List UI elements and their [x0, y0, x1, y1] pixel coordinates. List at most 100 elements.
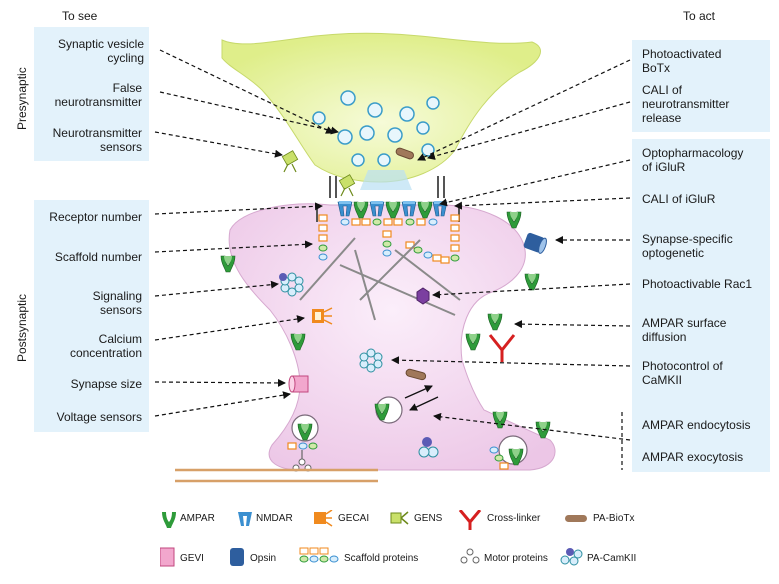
gecai-icon — [314, 510, 333, 527]
nmdar-icon — [238, 512, 252, 526]
header-to-see: To see — [62, 9, 98, 23]
label-false-neurotransmitter: False neurotransmitter — [36, 81, 142, 109]
gevi-sensor — [288, 375, 309, 393]
vesicle — [337, 129, 353, 145]
label-line: Calcium — [98, 332, 142, 346]
label-line: diffusion — [642, 330, 687, 344]
label-line: CALI of — [642, 83, 683, 97]
gevi-icon — [160, 547, 175, 567]
label-line: Photocontrol of — [642, 359, 723, 373]
legend-cross-linker: Cross-linker — [487, 513, 541, 524]
vesicle — [312, 111, 326, 125]
label-line: Scaffold number — [54, 250, 142, 264]
label-line: CALI of iGluR — [642, 192, 716, 206]
cross-linker-icon — [458, 510, 482, 530]
label-line: BoTx — [642, 61, 671, 75]
label-line: Synapse-specific — [642, 232, 733, 246]
label-line: sensors — [99, 303, 142, 317]
legend-nmdar: NMDAR — [256, 513, 293, 524]
label-line: Photoactivable Rac1 — [642, 277, 753, 291]
label-photoactivated-botx: Photoactivated BoTx — [642, 47, 721, 75]
label-line: sensors — [99, 140, 142, 154]
right-arrows — [391, 59, 631, 470]
label-photoactivable-rac1: Photoactivable Rac1 — [642, 277, 752, 291]
vesicle — [377, 153, 391, 167]
label-line: AMPAR surface — [642, 316, 727, 330]
label-line: Neurotransmitter — [52, 126, 142, 140]
pa-biotx — [395, 147, 414, 160]
vesicle — [399, 106, 415, 122]
vesicle — [351, 153, 365, 167]
label-cali-iglur: CALI of iGluR — [642, 192, 715, 206]
scaffold-row — [340, 218, 438, 226]
label-line: False — [112, 81, 142, 95]
label-line: AMPAR exocytosis — [642, 450, 744, 464]
legend-pa-biotx: PA-BioTx — [593, 513, 635, 524]
ampar-membrane — [220, 255, 236, 273]
postsynaptic-spine — [228, 203, 556, 471]
ampar-membrane — [524, 273, 540, 291]
label-line: Optopharmacology — [642, 146, 744, 160]
label-line: Voltage sensors — [56, 410, 142, 424]
label-line: CaMKII — [642, 373, 683, 387]
vesicle — [416, 121, 430, 135]
rac1 — [416, 287, 430, 305]
opsin-icon — [230, 548, 244, 566]
ampar-icon — [162, 512, 176, 528]
label-line: of iGluR — [642, 160, 686, 174]
label-line: neurotransmitter — [642, 97, 730, 111]
postsynaptic-act-box — [632, 139, 770, 472]
legend-opsin: Opsin — [250, 553, 277, 564]
synaptic-vesicles — [312, 90, 440, 167]
gens-sensor-1 — [281, 150, 299, 173]
presynaptic-see-box — [34, 27, 149, 161]
legend-pa-camkii: PA-CamKII — [587, 553, 637, 564]
label-scaffold-number: Scaffold number — [36, 250, 142, 264]
exocytosis-cluster — [418, 437, 509, 470]
presynaptic-act-box — [632, 40, 770, 132]
label-signaling-sensors: Signaling sensors — [36, 289, 142, 317]
legend-icons — [160, 510, 587, 567]
label-line: cycling — [107, 51, 144, 65]
vesicle — [367, 102, 383, 118]
label-synapse-size: Synapse size — [36, 377, 142, 391]
header-to-act: To act — [683, 9, 716, 23]
label-line: neurotransmitter — [54, 95, 142, 109]
legend-ampar: AMPAR — [180, 513, 215, 524]
label-synaptic-vesicle-cycling: Synaptic vesicle cycling — [36, 37, 144, 65]
legend-gevi: GEVI — [180, 553, 204, 564]
cross-linker — [488, 334, 516, 362]
label-line: AMPAR endocytosis — [642, 418, 751, 432]
postsynaptic-see-box — [34, 200, 149, 432]
label-line: Synaptic vesicle — [57, 37, 144, 51]
pa-camkii-icon — [560, 548, 583, 566]
label-ampar-surface-diffusion: AMPAR surface diffusion — [642, 316, 726, 344]
vesicle — [421, 143, 435, 157]
label-voltage-sensors: Voltage sensors — [36, 410, 142, 424]
actin-filaments — [299, 237, 461, 321]
legend-gecai: GECAI — [338, 513, 370, 524]
legend-gens: GENS — [414, 513, 443, 524]
label-neurotransmitter-sensors: Neurotransmitter sensors — [36, 126, 142, 154]
gens-icon — [390, 511, 409, 525]
opsin-channel — [523, 232, 547, 254]
label-receptor-number: Receptor number — [36, 210, 142, 224]
label-ampar-endocytosis: AMPAR endocytosis — [642, 418, 751, 432]
ampar-membrane — [465, 333, 481, 351]
label-cali-neurotransmitter-release: CALI of neurotransmitter release — [642, 83, 729, 125]
camkii-signaling — [279, 272, 304, 297]
scaffold-icon — [299, 547, 339, 563]
label-line: concentration — [69, 346, 142, 360]
label-line: Receptor number — [49, 210, 142, 224]
label-ampar-exocytosis: AMPAR exocytosis — [642, 450, 743, 464]
ampar-membrane — [487, 313, 503, 331]
label-line: Signaling — [92, 289, 142, 303]
label-optopharmacology-iglur: Optopharmacology of iGluR — [642, 146, 743, 174]
legend-scaffold: Scaffold proteins — [344, 553, 419, 564]
label-photocontrol-camkii: Photocontrol of CaMKII — [642, 359, 723, 387]
left-arrows — [154, 49, 339, 417]
pa-biotx-post — [405, 368, 427, 381]
vesicle — [340, 90, 356, 106]
label-line: optogenetic — [642, 246, 705, 260]
